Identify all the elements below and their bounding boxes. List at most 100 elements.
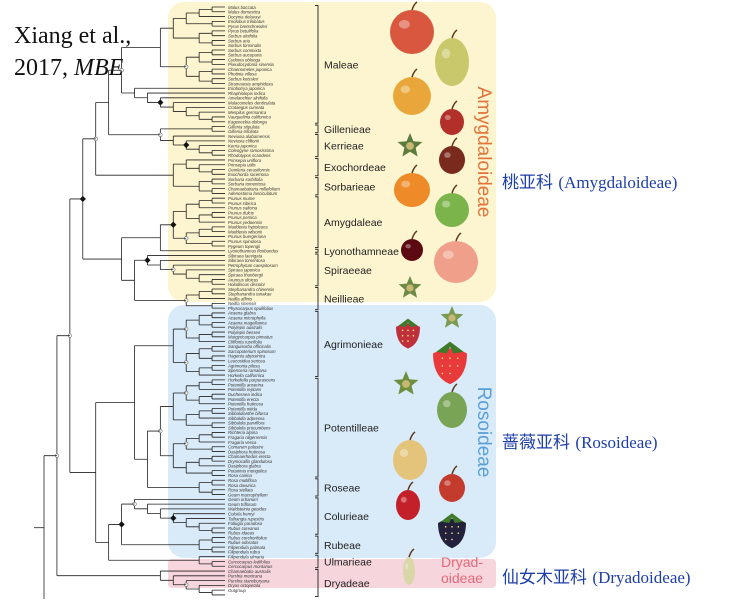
- green-plum-image: [435, 184, 469, 227]
- taxon-label: Prunus yedoensis: [228, 220, 263, 225]
- taxon-label: Spenceria ramalana: [228, 368, 267, 373]
- amygdaloideae-chinese-name: 桃亚科: [502, 173, 553, 193]
- tree-branch: [198, 111, 225, 120]
- dryas-fruit-image: [403, 548, 415, 585]
- tribe-label: Amygdaleae: [324, 217, 383, 229]
- taxon-label: Polylepis besseri: [228, 330, 261, 335]
- taxon-label: Coleogyne ramosissima: [228, 148, 274, 153]
- taxon-label: Adenostoma fasciculatum: [227, 191, 278, 196]
- taxon-label: Neillia affinis: [228, 296, 253, 301]
- taxon-label: Waldsteinia geoides: [228, 507, 267, 512]
- tree-branch: [198, 396, 225, 405]
- taxon-label: Rosa canina: [228, 473, 252, 478]
- dryadoideae-latin-name: (Dryadoideae): [592, 568, 691, 587]
- amygdaloideae-latin-name: (Amygdaloideae): [558, 173, 678, 192]
- tribe-label: Maleae: [324, 59, 359, 71]
- taxon-label: Potentilla fruticosa: [228, 402, 264, 407]
- tree-branch: [198, 410, 225, 419]
- tree-branch: [198, 381, 225, 390]
- taxon-label: Holodiscus discolor: [228, 282, 266, 287]
- tribe-bracket: [315, 124, 319, 134]
- taxon-label: Chamaebatiaria millefolium: [228, 186, 280, 191]
- tribe-label: Dryadeae: [324, 578, 370, 590]
- tree-branch: [172, 135, 225, 146]
- tribe-label: Ulmarieae: [324, 556, 372, 568]
- taxon-label: Chamaerhodos erecta: [228, 454, 271, 459]
- taxon-label: Stranvaesia amphidoxa: [228, 81, 274, 86]
- taxon-label: Sanguisorba officinalis: [228, 344, 272, 349]
- tree-branch: [198, 334, 225, 342]
- taxon-label: Prunus mume: [228, 196, 255, 201]
- taxon-label: Stephanandra tanakae: [228, 292, 272, 297]
- tribe-label: Sorbarieae: [324, 181, 376, 193]
- taxon-label: Leucosidea sericea: [228, 359, 266, 364]
- tree-branch: [198, 228, 225, 237]
- taxon-label: Drymocallis glandulosa: [228, 459, 273, 464]
- tribe-label: Neillieae: [324, 294, 364, 306]
- tree-branch: [95, 402, 135, 543]
- tree-branch: [121, 237, 161, 281]
- taxon-label: Gillenia trifoliata: [228, 129, 259, 134]
- taxon-label: Acaena glabra: [227, 311, 256, 316]
- taxon-label: Pseudocydonia sinensis: [228, 62, 275, 67]
- tree-branch: [172, 163, 200, 187]
- taxon-label: Sorbus keissleri: [228, 77, 259, 82]
- taxon-label: Petrophytum caespitosum: [228, 263, 278, 268]
- tribe-bracket: [315, 253, 319, 287]
- tribe-label: Lyonothamneae: [324, 246, 399, 258]
- taxon-label: Aruncus dioicus: [227, 277, 259, 282]
- taxon-label: Sibiraea laevigata: [228, 253, 263, 258]
- tree-branch: [108, 524, 200, 561]
- tree-branch: [172, 392, 187, 421]
- taxon-label: Exochorda racemosa: [228, 172, 269, 177]
- taxon-label: Sibiraea tomentosa: [228, 258, 266, 263]
- spiky-fruit-image: [437, 383, 467, 428]
- tribe-bracket: [315, 478, 319, 497]
- tree-branch: [198, 367, 225, 376]
- tree-branch: [198, 584, 225, 593]
- tribe-bracket: [315, 569, 319, 597]
- apple-image: [390, 1, 434, 54]
- rosoideae-vertical-label: Rosoideae: [473, 387, 494, 478]
- taxon-label: Rubus idaeus: [228, 531, 255, 536]
- fruit-illustrations: [390, 1, 478, 585]
- taxon-label: Kageneckia oblonga: [228, 120, 268, 125]
- taxon-label: Potaninia mongolica: [228, 468, 267, 473]
- taxon-label: Rosa multiflora: [228, 478, 257, 483]
- taxon-label: Sorbus alnifolia: [228, 33, 258, 38]
- taxon-label: Potentilla anserina: [228, 382, 264, 387]
- taxon-label: Purshia stansburyana: [228, 578, 270, 583]
- tribe-label: Exochordeae: [324, 162, 386, 174]
- taxon-label: Stephanandra chinensis: [228, 287, 275, 292]
- tribe-label: Roseae: [324, 482, 360, 494]
- tribe-label: Gillenieae: [324, 124, 371, 136]
- taxon-label: Filipendula ulmaria: [228, 555, 265, 560]
- taxon-label: Purshia mexicana: [228, 574, 263, 579]
- taxon-label: Dasiphora fruticosa: [228, 449, 266, 454]
- taxon-label: Hagenia abyssinica: [228, 354, 266, 359]
- blackberry-image: [438, 513, 466, 549]
- citation-year: 2017,: [14, 55, 68, 81]
- tree-branch: [198, 71, 213, 82]
- tribe-label: Agrimonieae: [324, 339, 383, 351]
- taxon-label: Prunus persica: [228, 215, 257, 220]
- taxon-label: Fragaria nilgerrensis: [228, 435, 268, 440]
- taxon-label: Geum triflorum: [228, 502, 257, 507]
- tree-branch: [108, 69, 161, 136]
- taxon-label: Sibbaldia procumbens: [228, 425, 271, 430]
- node-support-diamond: [170, 515, 177, 522]
- taxon-label: Mespilus germanica: [228, 110, 267, 115]
- fruit-orange-image: [393, 68, 431, 115]
- citation-authors: Xiang et al.,: [14, 23, 132, 49]
- tribe-bracket: [315, 310, 319, 378]
- taxon-label: Crataegus cuneata: [228, 105, 265, 110]
- tribe-bracket: [315, 177, 319, 196]
- taxon-label: Docynia delavayi: [228, 14, 262, 19]
- taxon-label: Chamaebatia australis: [228, 569, 272, 574]
- taxon-label: Rhaphiolepis indica: [228, 91, 266, 96]
- taxon-label: Vauquelinia californica: [228, 115, 271, 120]
- taxon-label: Sibbaldianthe bifurca: [228, 411, 269, 416]
- dryadoideae-label-bottom: oideae: [441, 570, 483, 586]
- taxon-label: Comarum palustre: [228, 445, 264, 450]
